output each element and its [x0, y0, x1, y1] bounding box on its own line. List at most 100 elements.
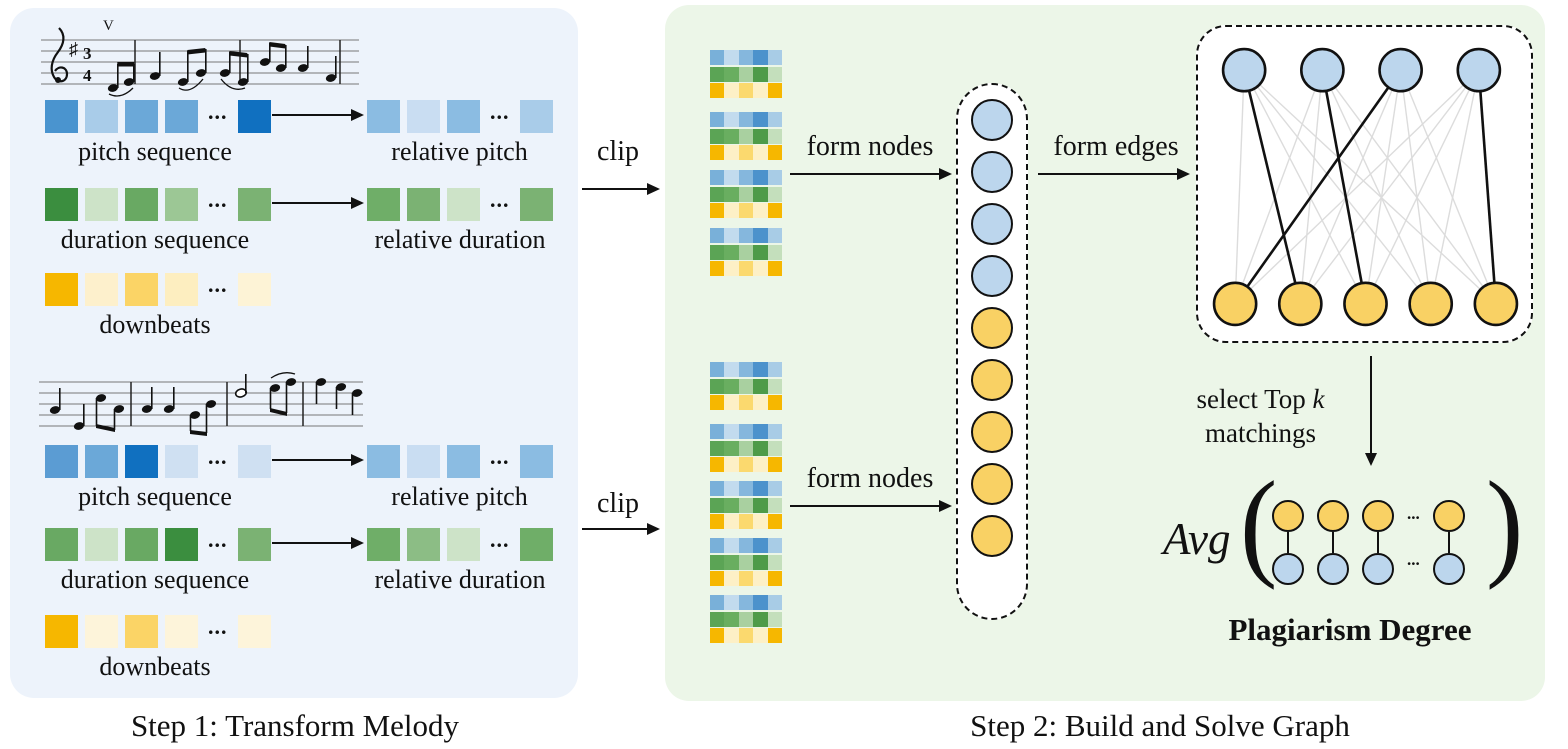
right-paren: )	[1486, 457, 1524, 591]
grid-cell	[710, 261, 725, 276]
grid-cell	[753, 112, 768, 127]
grid-cell	[710, 203, 725, 218]
sequence-cell	[125, 528, 158, 561]
sequence-cell	[165, 528, 198, 561]
graph-node-blue	[1300, 47, 1345, 93]
grid-cell	[738, 362, 754, 377]
graph-edge-gray	[1299, 70, 1324, 304]
clip-grid	[710, 170, 782, 218]
graph-node-yellow	[1473, 281, 1519, 327]
grid-cell	[724, 228, 739, 243]
grid-cell	[767, 203, 782, 218]
k-variable: k	[1312, 384, 1325, 414]
grid-cell	[753, 244, 768, 260]
sequence-cell	[165, 615, 198, 648]
ellipsis: ...	[208, 613, 228, 639]
grid-cell	[753, 440, 768, 456]
clip-grid	[710, 424, 782, 472]
grid-cell	[738, 50, 754, 65]
sequence-cell	[519, 188, 553, 221]
grid-cell	[738, 514, 754, 529]
sequence-cell	[165, 273, 198, 306]
grid-cell	[724, 378, 739, 394]
grid-cell	[738, 228, 754, 243]
clip-grid	[710, 481, 782, 529]
sequence-cell	[519, 528, 553, 561]
grid-cell	[753, 145, 768, 160]
sequence-cell	[407, 445, 440, 478]
avg-label: Avg	[1163, 514, 1231, 564]
pair-node-yellow	[1272, 500, 1304, 532]
clip-grid	[710, 538, 782, 586]
grid-cell	[724, 481, 739, 496]
grid-cell	[753, 514, 768, 529]
grid-cell	[724, 395, 739, 410]
grid-cell	[753, 170, 768, 185]
duration-sequence-label-a: duration sequence	[60, 225, 250, 254]
grid-cell	[767, 497, 782, 513]
graph-node-yellow	[1212, 281, 1258, 327]
grid-cell	[767, 128, 782, 144]
graph-edge-matched	[1477, 70, 1498, 304]
grid-cell	[767, 595, 782, 610]
column-node-blue	[971, 203, 1013, 245]
pair-node-yellow	[1432, 500, 1465, 532]
sequence-cell	[519, 100, 553, 133]
grid-cell	[767, 481, 782, 496]
grid-cell	[767, 66, 782, 82]
sequence-cell	[407, 188, 440, 221]
graph-edge-gray	[1234, 70, 1245, 304]
graph-edge-gray	[1321, 69, 1432, 305]
grid-cell	[738, 628, 754, 643]
form-nodes-arrow-top	[790, 167, 952, 180]
grid-cell	[753, 83, 768, 98]
graph-node-blue	[1378, 47, 1423, 93]
pitch-sequence-row-b: ...	[45, 444, 271, 478]
grid-cell	[710, 170, 725, 185]
sequence-cell	[237, 445, 271, 478]
grid-cell	[710, 112, 725, 127]
grid-cell	[738, 497, 754, 513]
sequence-cell	[237, 188, 271, 221]
pitch-sequence-row-a: ...	[45, 99, 271, 133]
grid-cell	[738, 611, 754, 627]
column-node-blue	[971, 255, 1013, 297]
grid-cell	[738, 457, 754, 472]
music-staff-b-icon	[39, 372, 363, 436]
sequence-cell	[125, 615, 158, 648]
sequence-cell	[165, 100, 198, 133]
pair-connector	[1286, 532, 1290, 553]
sequence-cell	[45, 100, 78, 133]
grid-cell	[724, 424, 739, 439]
grid-cell	[724, 112, 739, 127]
pair-node-blue	[1317, 553, 1349, 585]
grid-cell	[767, 170, 782, 185]
graph-edge-matched	[1321, 69, 1367, 305]
grid-cell	[767, 112, 782, 127]
grid-cell	[767, 538, 782, 553]
form-nodes-label-bottom: form nodes	[806, 463, 934, 494]
graph-edge-matched	[1234, 69, 1402, 305]
svg-text:4: 4	[83, 66, 92, 85]
sequence-cell	[45, 528, 78, 561]
relative-pitch-label-a: relative pitch	[391, 137, 528, 166]
graph-edge-gray	[1364, 69, 1480, 305]
grid-cell	[724, 50, 739, 65]
grid-cell	[724, 186, 739, 202]
form-edges-label: form edges	[1053, 131, 1179, 162]
pitch-sequence-label-b: pitch sequence	[78, 482, 232, 511]
grid-cell	[738, 170, 754, 185]
ellipsis: ...	[208, 271, 228, 297]
pair-node-blue	[1272, 553, 1304, 585]
column-node-yellow	[971, 515, 1013, 557]
sequence-cell	[407, 100, 440, 133]
graph-node-blue	[1221, 47, 1267, 93]
clip-label-bottom: clip	[597, 488, 639, 519]
grid-cell	[753, 228, 768, 243]
graph-edge-gray	[1399, 70, 1432, 304]
grid-cell	[767, 145, 782, 160]
relative-pitch-label-b: relative pitch	[391, 482, 528, 511]
downbeats-row-a: ...	[45, 271, 271, 306]
grid-cell	[724, 538, 739, 553]
step2-caption: Step 2: Build and Solve Graph	[970, 708, 1350, 743]
